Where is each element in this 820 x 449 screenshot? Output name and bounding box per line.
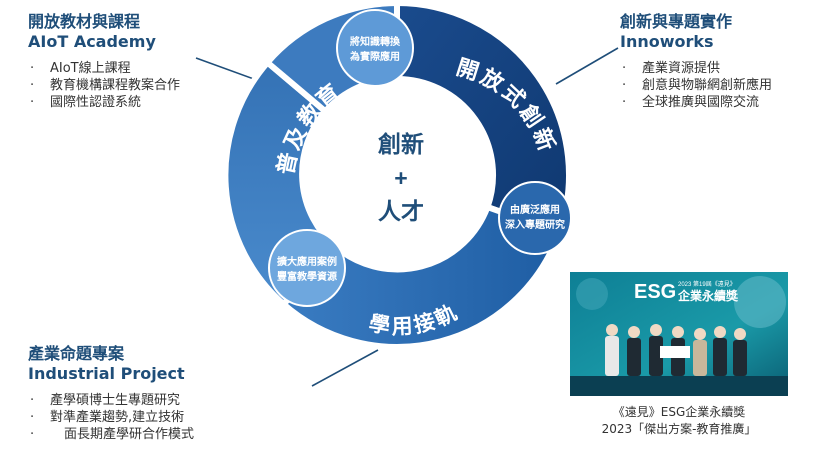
list-item: 對準產業趨勢,建立技術 — [28, 409, 194, 426]
bubble-left: 擴大應用案例 豐富教學資源 — [268, 229, 346, 307]
connector-top-left — [195, 57, 263, 83]
award-photo: ESG 2023 第19屆《遠見》 企業永續獎 — [570, 272, 788, 396]
photo-banner-esg: ESG — [634, 281, 676, 303]
award-board — [660, 346, 690, 358]
photo-banner-sub: 2023 第19屆《遠見》 — [678, 280, 736, 288]
center-line1: 創新 — [378, 131, 424, 157]
connector-top-right — [555, 47, 619, 85]
connector-bottom-left — [311, 349, 379, 387]
block-top-right-subtitle: Innoworks — [620, 32, 714, 51]
list-item: 產學碩博士生專題研究 — [28, 392, 194, 409]
photo-caption: 《遠見》ESG企業永續獎 2023「傑出方案-教育推廣」 — [560, 404, 798, 438]
list-item: 教育機構課程教案合作 — [28, 77, 180, 94]
caption-line2: 2023「傑出方案-教育推廣」 — [601, 422, 757, 436]
list-item: AIoT線上課程 — [28, 60, 180, 77]
list-item: 產業資源提供 — [620, 60, 772, 77]
center-circle — [303, 81, 491, 269]
block-bottom-left-title: 產業命題專案 — [28, 344, 125, 363]
bubble-top-line2: 為實際應用 — [349, 50, 400, 63]
block-top-right: 創新與專題實作 Innoworks 產業資源提供 創意與物聯網創新應用 全球推廣… — [620, 12, 772, 111]
block-top-left-title: 開放教材與課程 — [28, 12, 141, 31]
center-line2: 人才 — [378, 198, 424, 224]
block-top-right-title: 創新與專題實作 — [620, 12, 733, 31]
list-item: 全球推廣與國際交流 — [620, 94, 772, 111]
list-item: 國際性認證系統 — [28, 94, 180, 111]
ring-segment-mid — [279, 203, 563, 350]
block-bottom-left: 產業命題專案 Industrial Project 產學碩博士生專題研究 對準產… — [28, 344, 194, 443]
block-top-left-subtitle: AIoT Academy — [28, 32, 156, 51]
block-bottom-left-subtitle: Industrial Project — [28, 364, 185, 383]
bubble-right-line1: 由廣泛應用 — [510, 203, 560, 216]
block-top-left-list: AIoT線上課程 教育機構課程教案合作 國際性認證系統 — [28, 60, 180, 111]
caption-line1: 《遠見》ESG企業永續獎 — [612, 405, 746, 419]
center-plus: + — [394, 165, 407, 191]
bubble-left-line1: 擴大應用案例 — [277, 255, 337, 268]
bubble-top-line1: 將知識轉換 — [350, 35, 401, 48]
bubble-left-line2: 豐富教學資源 — [277, 270, 337, 283]
list-item: 創意與物聯網創新應用 — [620, 77, 772, 94]
photo-banner-title: 企業永續獎 — [677, 288, 739, 303]
bubble-right: 由廣泛應用 深入專題研究 — [498, 181, 572, 255]
block-top-right-list: 產業資源提供 創意與物聯網創新應用 全球推廣與國際交流 — [620, 60, 772, 111]
bubble-right-line2: 深入專題研究 — [505, 218, 565, 231]
block-top-left: 開放教材與課程 AIoT Academy AIoT線上課程 教育機構課程教案合作… — [28, 12, 180, 111]
list-item: 面長期產學研合作模式 — [28, 426, 194, 443]
bubble-top: 將知識轉換 為實際應用 — [336, 9, 414, 87]
block-bottom-left-list: 產學碩博士生專題研究 對準產業趨勢,建立技術 面長期產學研合作模式 — [28, 392, 194, 443]
